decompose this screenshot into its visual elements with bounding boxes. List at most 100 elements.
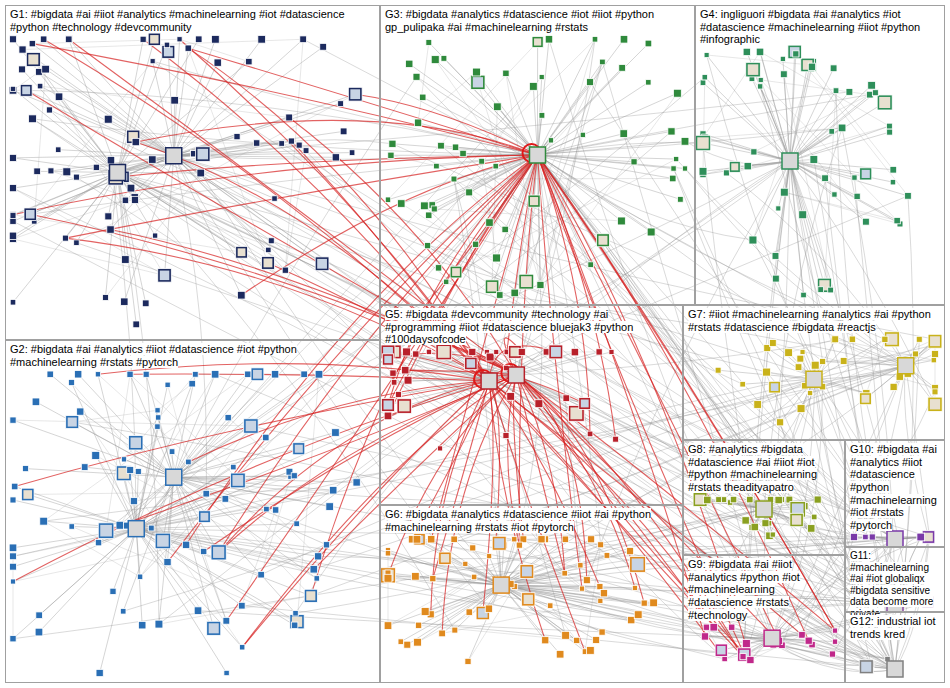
vertex xyxy=(105,213,112,220)
tie-line xyxy=(538,95,870,155)
vertex xyxy=(197,169,205,177)
vertex xyxy=(830,65,837,72)
tie-line xyxy=(538,82,649,155)
tie-line xyxy=(812,67,893,170)
vertex xyxy=(800,349,805,354)
vertex xyxy=(600,59,606,65)
vertex xyxy=(669,175,676,182)
tie-line xyxy=(538,82,591,155)
vertex xyxy=(681,137,689,145)
reply-line xyxy=(405,370,516,375)
tie-line xyxy=(790,161,866,222)
reply-line xyxy=(168,155,538,562)
vertex xyxy=(164,42,169,47)
vertex-image xyxy=(200,513,208,521)
reply-line xyxy=(188,381,489,462)
tie-line xyxy=(514,539,895,547)
vertex xyxy=(46,107,52,113)
reply-line xyxy=(226,155,537,621)
tie-line xyxy=(707,55,790,161)
tie-line xyxy=(454,179,591,265)
vertex xyxy=(404,641,411,648)
group-heading: G9: #bigdata #ai #iiot #analytics #pytho… xyxy=(688,558,800,621)
vertex xyxy=(604,553,610,559)
vertex xyxy=(850,533,857,540)
vertex xyxy=(496,292,503,299)
vertex xyxy=(722,656,727,661)
vertex-image xyxy=(534,38,541,45)
vertex xyxy=(502,226,508,232)
vertex xyxy=(207,621,221,635)
vertex xyxy=(353,479,360,486)
vertex xyxy=(133,321,140,328)
vertex xyxy=(822,175,829,182)
reply-line xyxy=(516,375,644,603)
tie-line xyxy=(13,529,136,639)
vertex xyxy=(421,608,429,616)
vertex-image xyxy=(213,547,224,558)
vertex xyxy=(465,357,478,370)
reply-line xyxy=(483,381,493,613)
vertex xyxy=(40,517,48,525)
vertex xyxy=(40,36,47,43)
vertex xyxy=(9,154,16,161)
tie-line xyxy=(118,39,155,172)
reply-line xyxy=(538,155,836,631)
vertex xyxy=(832,639,837,644)
group-heading: G2: #bigdata #ai #analytics #iiot #datas… xyxy=(10,343,297,368)
vertex xyxy=(138,621,145,628)
vertex xyxy=(650,599,658,607)
tie-line xyxy=(538,155,581,565)
vertex xyxy=(882,336,888,342)
vertex xyxy=(740,654,746,660)
tie-line xyxy=(100,529,137,673)
vertex xyxy=(814,496,821,503)
reply-line xyxy=(516,375,713,627)
tie-line xyxy=(44,521,140,577)
vertex xyxy=(26,52,40,66)
tie-line xyxy=(13,509,764,639)
vertex xyxy=(470,545,476,551)
vertex xyxy=(234,134,240,140)
vertex xyxy=(148,33,160,45)
vertex xyxy=(673,89,681,97)
vertex xyxy=(493,103,501,111)
vertex xyxy=(799,632,806,639)
tie-line xyxy=(49,110,117,173)
vertex xyxy=(382,354,393,365)
vertex xyxy=(758,77,763,82)
vertex xyxy=(244,419,258,433)
vertex xyxy=(890,179,895,184)
vertex xyxy=(928,334,942,348)
vertex-image xyxy=(28,54,38,64)
vertex xyxy=(702,74,707,79)
vertex xyxy=(436,344,452,360)
vertex xyxy=(107,156,115,164)
vertex xyxy=(230,473,245,488)
vertex xyxy=(520,565,534,579)
tie-line xyxy=(44,366,906,521)
tie-line xyxy=(435,60,537,155)
vertex xyxy=(149,156,157,164)
vertex xyxy=(95,539,101,545)
vertex xyxy=(671,166,676,171)
vertex xyxy=(55,147,60,152)
reply-line xyxy=(431,155,537,539)
vertex-image xyxy=(598,236,607,245)
tie-line xyxy=(159,477,174,624)
vertex xyxy=(587,79,594,86)
tie-line xyxy=(113,529,136,592)
vertex-image xyxy=(232,475,243,486)
group-box: G3: #bigdata #analytics #datascience #io… xyxy=(380,5,695,305)
vertex xyxy=(329,486,337,494)
group-heading: G8: #analytics #bigdata #datascience #ai… xyxy=(688,443,817,493)
vertex xyxy=(519,274,534,289)
vertex xyxy=(135,469,141,475)
tie-line xyxy=(13,173,118,303)
vertex xyxy=(211,370,219,378)
hub-vertex xyxy=(898,358,914,374)
tie-line xyxy=(136,529,261,575)
vertex xyxy=(282,267,288,273)
vertex xyxy=(303,148,309,154)
vertex xyxy=(326,503,334,511)
